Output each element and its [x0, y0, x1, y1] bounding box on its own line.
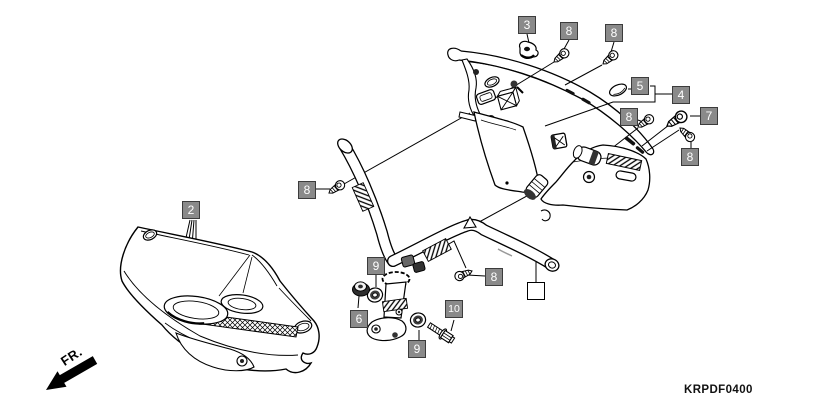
callout-8a[interactable]: 8: [560, 22, 578, 40]
washer-part-9-lower: [408, 310, 428, 330]
clip-part-3: [518, 40, 539, 59]
callout-8c[interactable]: 8: [298, 181, 316, 199]
callout-8e[interactable]: 8: [681, 148, 699, 166]
diagram-part-code: KRPDF0400: [684, 384, 753, 396]
callout-8b[interactable]: 8: [605, 24, 623, 42]
callout-10[interactable]: 10: [445, 300, 463, 318]
callout-9b[interactable]: 9: [408, 340, 426, 358]
callout-5[interactable]: 5: [631, 77, 649, 95]
nut-part-6: [352, 281, 370, 297]
callout-8d[interactable]: 8: [620, 108, 638, 126]
callout-9a[interactable]: 9: [367, 257, 385, 275]
callout-blank[interactable]: [527, 282, 545, 300]
emblem-part-5: [608, 83, 628, 97]
wire-clip: [550, 132, 568, 150]
callout-7[interactable]: 7: [700, 107, 718, 125]
flange-bolt-part-10: [426, 322, 456, 344]
callout-8f[interactable]: 8: [485, 268, 503, 286]
callout-6[interactable]: 6: [350, 310, 368, 328]
callout-3[interactable]: 3: [518, 16, 536, 34]
handle-lower-cover: [119, 226, 320, 374]
screw-part-7: [663, 108, 690, 132]
fr-arrow-icon: [46, 356, 98, 390]
steering-stem: [366, 271, 411, 342]
handlebar-pipe: [337, 138, 560, 273]
handle-upper-cover-assembly: [447, 47, 655, 211]
callout-4[interactable]: 4: [672, 86, 690, 104]
callout-2[interactable]: 2: [182, 201, 200, 219]
